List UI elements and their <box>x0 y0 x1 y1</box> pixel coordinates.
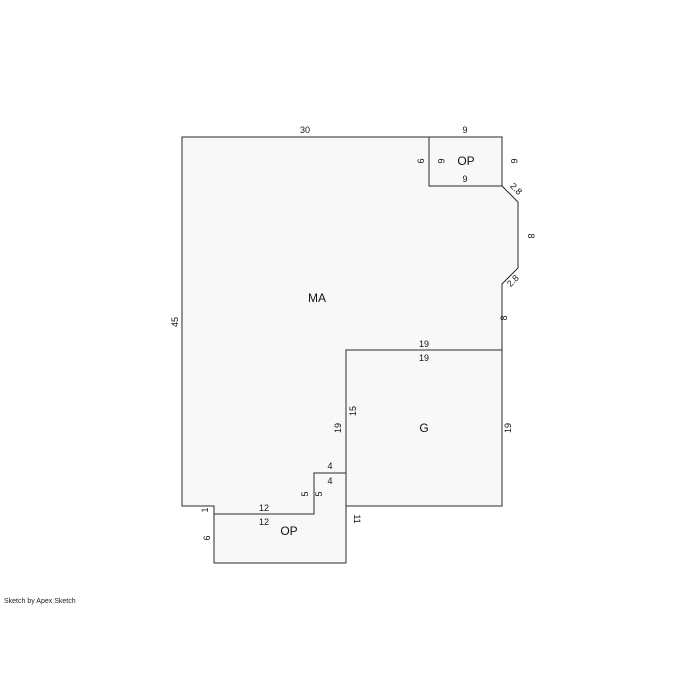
area-garage <box>345 349 503 507</box>
dim-op-top-top: 9 <box>462 125 467 135</box>
dim-op-bot-right: 11 <box>352 514 362 523</box>
dim-op-top-left-inner: 6 <box>436 158 446 163</box>
label-op-top: OP <box>457 154 474 168</box>
dim-g-right: 19 <box>503 423 513 433</box>
footer-credit: Sketch by Apex Sketch <box>4 598 76 605</box>
dim-op-bot-left: 6 <box>202 535 212 540</box>
dim-ma-left: 45 <box>170 317 180 327</box>
dim-ma-right-mid: 8 <box>526 233 536 238</box>
label-op-bottom: OP <box>280 524 297 538</box>
dim-op-top-right: 6 <box>509 158 519 163</box>
dim-op-top-left-outer: 6 <box>416 158 426 163</box>
label-garage: G <box>419 421 428 435</box>
dim-ma-garage-top: 19 <box>419 339 429 349</box>
dim-ma-step-4: 4 <box>327 461 332 471</box>
dim-ma-top: 30 <box>300 125 310 135</box>
dim-ma-stair-19: 19 <box>333 423 343 433</box>
dim-op-top-bottom: 9 <box>462 174 467 184</box>
dim-g-top: 19 <box>419 353 429 363</box>
dim-g-step-5: 5 <box>314 491 324 496</box>
dim-ma-step-5: 5 <box>300 491 310 496</box>
label-ma: MA <box>308 291 326 305</box>
dim-ma-step-1: 1 <box>200 507 210 512</box>
dim-ma-right-lower: 8 <box>499 315 509 320</box>
dim-g-left: 15 <box>348 406 358 416</box>
area-op-bottom <box>213 472 347 564</box>
area-op-top <box>428 136 503 187</box>
dim-op-bot-top: 12 <box>259 517 269 527</box>
dim-g-step-4: 4 <box>327 476 332 486</box>
dim-ma-bottom-12: 12 <box>259 503 269 513</box>
